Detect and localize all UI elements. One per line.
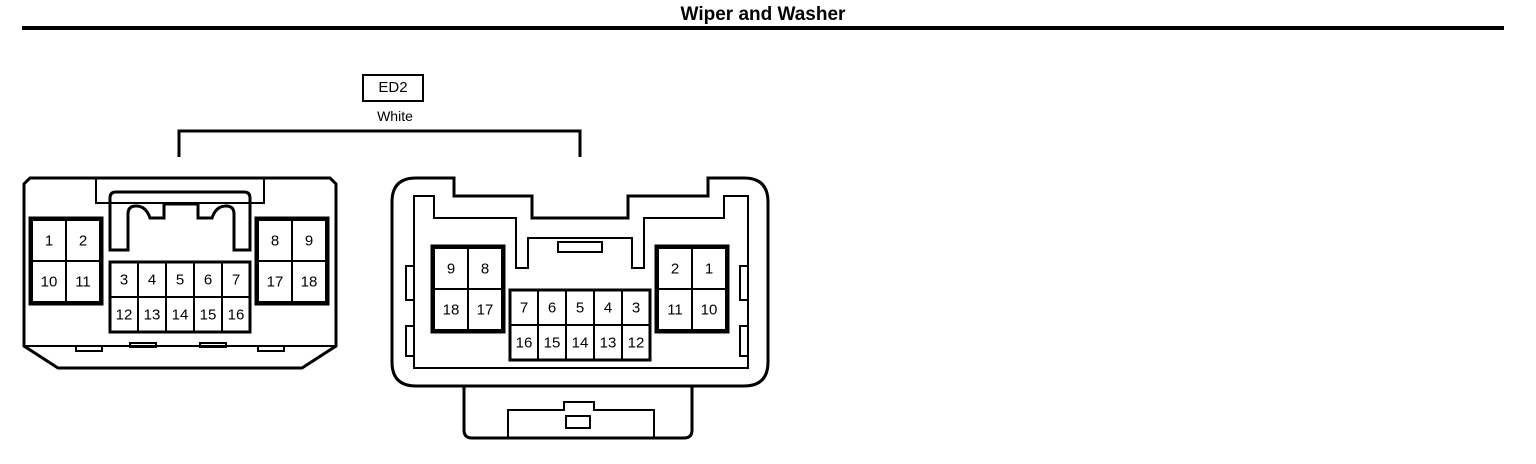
right-pin-label: 10 [701, 302, 718, 319]
connector-color-label: White [377, 108, 413, 124]
right-pin-label: 17 [477, 302, 494, 319]
right-pin-label: 15 [544, 335, 561, 352]
left-pin-label: 8 [271, 233, 279, 250]
right-connector-side-rib [739, 325, 749, 357]
right-pin-label: 18 [443, 302, 460, 319]
left-pin-label: 3 [120, 272, 128, 289]
right-pin-cell [621, 324, 651, 361]
right-connector-side-rib [405, 325, 415, 357]
left-pin-label: 9 [305, 233, 313, 250]
left-pin-label: 11 [75, 274, 91, 291]
right-pin-label: 8 [481, 261, 489, 278]
right-pin-label: 13 [600, 335, 617, 352]
right-connector-inner-wall [413, 195, 749, 369]
left-connector-body [22, 176, 338, 370]
left-pin-label: 7 [232, 272, 240, 289]
right-pin-label: 14 [572, 335, 589, 352]
left-connector-foot [257, 345, 285, 352]
left-cavity-frame [254, 216, 330, 306]
right-pin-label: 16 [516, 335, 533, 352]
left-cavity-frame [28, 216, 104, 306]
right-connector [390, 176, 770, 440]
right-cavity-frame [654, 244, 730, 334]
right-pin-label: 3 [632, 300, 640, 317]
right-connector-key [557, 241, 603, 253]
right-connector-lock-button [565, 415, 591, 429]
left-pin-label: 15 [200, 307, 217, 324]
left-pin-cell [65, 260, 101, 303]
left-pin-label: 18 [301, 274, 318, 291]
left-pin-label: 16 [228, 307, 245, 324]
left-pin-cell [221, 296, 251, 333]
right-connector-side-rib [739, 265, 749, 301]
left-connector-latch [108, 190, 252, 252]
left-pin-label: 14 [172, 307, 189, 324]
left-connector-foot [129, 342, 157, 348]
right-pin-label: 7 [520, 300, 528, 317]
right-connector-lock-slot [507, 401, 655, 438]
right-pin-cell [691, 288, 727, 331]
right-pin-label: 2 [671, 261, 679, 278]
right-pin-label: 1 [705, 261, 713, 278]
left-pin-label: 12 [116, 307, 133, 324]
page-title: Wiper and Washer [680, 4, 846, 25]
left-pin-label: 2 [79, 233, 87, 250]
right-pin-label: 5 [576, 300, 584, 317]
right-connector-lock-tab [462, 386, 694, 440]
right-pin-cell [467, 288, 503, 331]
left-pin-label: 1 [45, 233, 53, 250]
right-pin-label: 6 [548, 300, 556, 317]
right-pin-label: 11 [667, 302, 683, 319]
title-rule [22, 26, 1504, 30]
left-pin-label: 6 [204, 272, 212, 289]
left-pin-label: 13 [144, 307, 161, 324]
right-connector-body [390, 176, 770, 388]
left-connector-foot [75, 345, 103, 352]
right-cavity-frame [430, 244, 506, 334]
left-connector-foot [199, 342, 227, 348]
right-pin-label: 4 [604, 300, 612, 317]
left-pin-label: 4 [148, 272, 156, 289]
left-pin-label: 5 [176, 272, 184, 289]
left-pin-label: 10 [41, 274, 58, 291]
right-connector-side-rib [405, 265, 415, 301]
left-pin-label: 17 [267, 274, 284, 291]
view-bracket [177, 129, 582, 157]
left-pin-cell [291, 260, 327, 303]
right-pin-label: 12 [628, 335, 645, 352]
right-pin-label: 9 [447, 261, 455, 278]
connector-code-box: ED2 [362, 74, 424, 102]
